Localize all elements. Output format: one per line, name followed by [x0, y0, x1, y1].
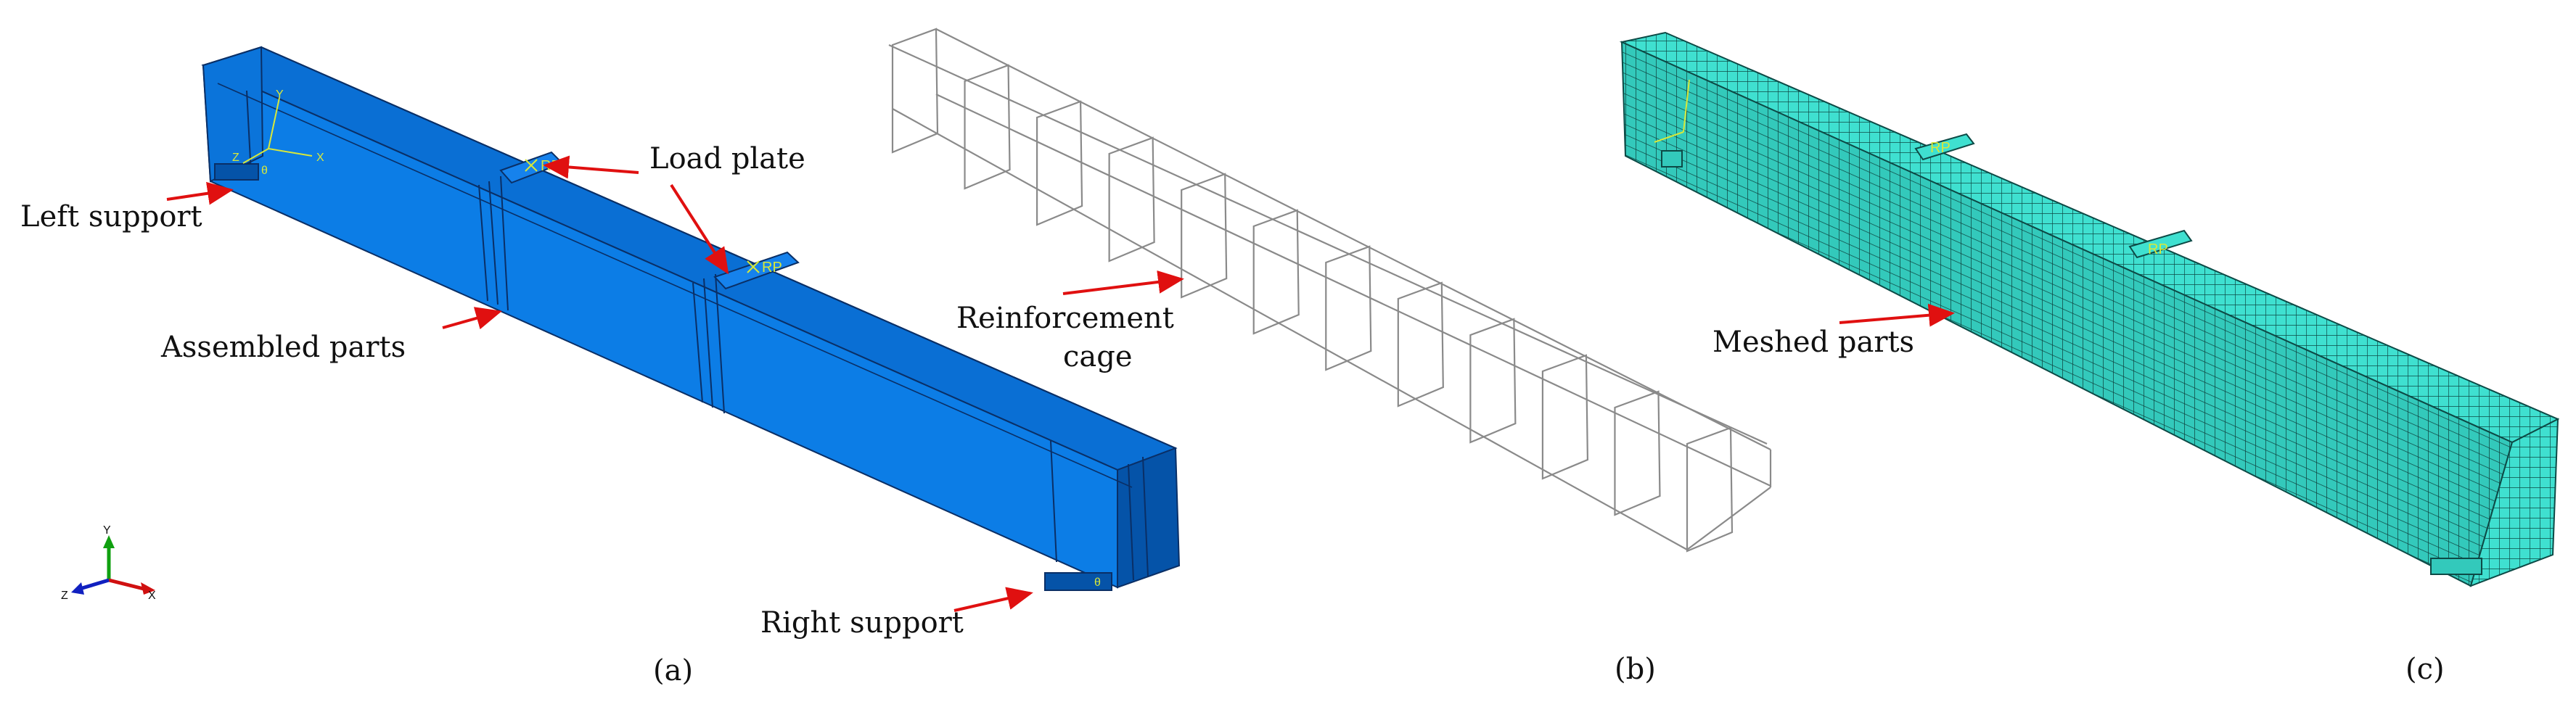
cage-arrow [1062, 270, 1184, 295]
mesh-right-support [2430, 558, 2482, 575]
caption-c: (c) [2405, 653, 2445, 686]
global-x-label: X [148, 590, 156, 602]
beam-end-face [1117, 447, 1181, 589]
label-right-support: Right support [760, 606, 964, 640]
label-meshed-parts: Meshed parts [1712, 326, 1914, 359]
stirrup [1397, 281, 1444, 408]
stirrup [1325, 245, 1372, 371]
stirrup [964, 64, 1011, 190]
partition-lines [246, 90, 1149, 581]
stirrup [1614, 390, 1661, 516]
rp-marker-right [747, 260, 760, 273]
label-assembled-parts: Assembled parts [160, 331, 406, 364]
beam-left-end [202, 46, 264, 183]
annotation-arrows [166, 155, 1033, 612]
label-cage: cage [1063, 340, 1133, 373]
caption-b: (b) [1615, 653, 1656, 686]
mesh-arrow [1839, 303, 1955, 327]
stirrup [1686, 426, 1734, 553]
mesh-local-axis [1654, 79, 1690, 143]
theta-left: θ [261, 165, 268, 177]
mesh-rp-right: RP [2148, 241, 2168, 257]
stirrups [891, 28, 1734, 553]
stirrup [1108, 136, 1155, 263]
theta-right: θ [1094, 576, 1101, 589]
local-y-label: Y [276, 88, 284, 101]
right-support [1044, 572, 1112, 591]
global-axis-triad [71, 535, 155, 595]
panel-b-reinforcement-cage [888, 28, 1772, 553]
local-axis-triad [242, 97, 313, 164]
caption-a: (a) [653, 654, 693, 687]
stirrup [1035, 100, 1083, 226]
panel-c-meshed-beam: RP RP [1619, 31, 2560, 587]
stirrup [1469, 318, 1517, 444]
mesh-rp-left: RP [1930, 140, 1951, 156]
local-x-label: X [316, 152, 324, 164]
global-y-label: Y [103, 524, 111, 537]
mesh-load-plate-right [2128, 229, 2193, 259]
mesh-load-plate-left [1914, 133, 1975, 161]
mesh-left-support [1661, 150, 1683, 168]
rp-label-right: RP [762, 260, 782, 276]
panel-a-assembled-beam: Y X Z θ θ RP RP Left support Assembled p… [20, 46, 1181, 640]
left-support [214, 163, 259, 181]
beam-top-face [201, 46, 1178, 471]
label-left-support: Left support [20, 200, 202, 233]
mesh-side-face [1620, 41, 2514, 587]
stirrup [1181, 173, 1228, 299]
global-z-label: Z [61, 590, 68, 602]
label-reinforcement: Reinforcement [956, 302, 1174, 335]
label-load-plate: Load plate [649, 142, 805, 175]
mesh-end-face [2469, 418, 2559, 587]
rp-marker-left [525, 159, 538, 172]
stirrup [1541, 354, 1589, 480]
stirrup [1252, 209, 1300, 335]
stirrup [891, 28, 939, 154]
local-z-label: Z [232, 152, 239, 164]
